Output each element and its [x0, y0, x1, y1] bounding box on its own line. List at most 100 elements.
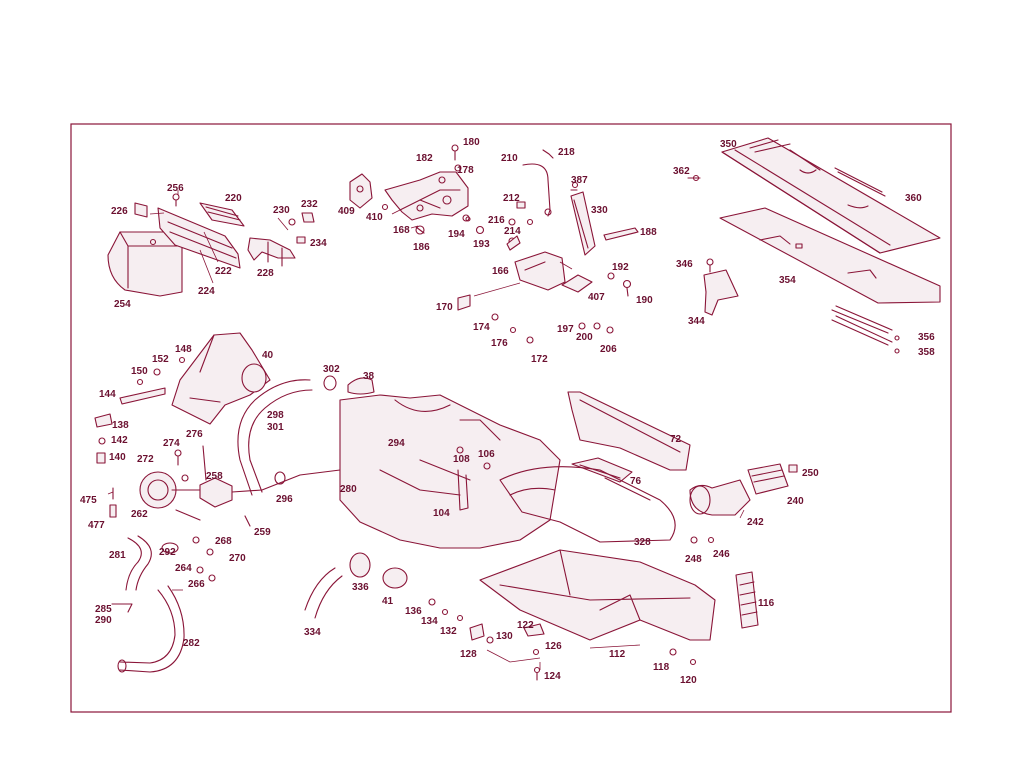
part-354-mat [719, 207, 941, 304]
label-108: 108 [453, 454, 470, 465]
label-360: 360 [905, 193, 922, 204]
label-298: 298 [267, 410, 284, 421]
label-134: 134 [421, 616, 438, 627]
label-362: 362 [673, 166, 690, 177]
label-118: 118 [653, 662, 670, 673]
diagram-frame [70, 123, 952, 713]
label-210: 210 [501, 153, 518, 164]
label-302: 302 [323, 364, 340, 375]
label-328: 328 [634, 537, 651, 548]
part-40-duct [171, 332, 271, 425]
label-190: 190 [636, 295, 653, 306]
label-282: 282 [183, 638, 200, 649]
part-210-cable [522, 163, 551, 217]
label-126: 126 [545, 641, 562, 652]
label-188: 188 [640, 227, 657, 238]
label-122: 122 [517, 620, 534, 631]
label-193: 193 [473, 239, 490, 250]
part-226-clip [134, 202, 148, 218]
label-294: 294 [388, 438, 405, 449]
label-407: 407 [588, 292, 605, 303]
part-298-hose [237, 379, 313, 496]
part-38-grommet [347, 377, 375, 395]
label-264: 264 [175, 563, 192, 574]
label-334: 334 [304, 627, 321, 638]
vent-housing-group [107, 193, 315, 297]
label-132: 132 [440, 626, 457, 637]
part-344-bracket [703, 269, 739, 316]
label-72: 72 [670, 434, 682, 445]
label-144: 144 [99, 389, 116, 400]
part-76-seal [571, 457, 633, 483]
label-274: 274 [163, 438, 180, 449]
left-valve-group [94, 332, 271, 673]
label-218: 218 [558, 147, 575, 158]
control-lever-group [349, 144, 485, 235]
label-116: 116 [758, 598, 775, 609]
label-256: 256 [167, 183, 184, 194]
part-334-hose [304, 567, 343, 619]
label-270: 270 [229, 553, 246, 564]
label-148: 148 [175, 344, 192, 355]
label-346: 346 [676, 259, 693, 270]
part-330-rail [570, 191, 596, 256]
part-166-plate [514, 251, 566, 291]
label-242: 242 [747, 517, 764, 528]
part-116-filter [735, 571, 759, 629]
part-labels: 180 182 178 210 218 387 350 362 360 256 … [80, 137, 935, 686]
label-358: 358 [918, 347, 935, 358]
label-336: 336 [352, 582, 369, 593]
part-144-bracket [119, 387, 166, 405]
label-250: 250 [802, 468, 819, 479]
label-280: 280 [340, 484, 357, 495]
label-166: 166 [492, 266, 509, 277]
label-120: 120 [680, 675, 697, 686]
label-182: 182 [416, 153, 433, 164]
label-194: 194 [448, 229, 465, 240]
label-272: 272 [137, 454, 154, 465]
label-234: 234 [310, 238, 327, 249]
label-106: 106 [478, 449, 495, 460]
part-360-rod [834, 167, 886, 197]
label-296: 296 [276, 494, 293, 505]
label-152: 152 [152, 354, 169, 365]
part-258-valve-body [199, 477, 233, 508]
label-180: 180 [463, 137, 480, 148]
label-174: 174 [473, 322, 490, 333]
label-76: 76 [630, 476, 642, 487]
label-170: 170 [436, 302, 453, 313]
part-409-bracket [349, 173, 373, 209]
label-224: 224 [198, 286, 215, 297]
part-168-lever [384, 171, 469, 221]
part-281-hose [125, 535, 152, 591]
label-212: 212 [503, 193, 520, 204]
label-259: 259 [254, 527, 271, 538]
cable-bracket-group [457, 149, 639, 344]
label-281: 281 [109, 550, 126, 561]
label-128: 128 [460, 649, 477, 660]
label-301: 301 [267, 422, 284, 433]
label-344: 344 [688, 316, 705, 327]
part-72-cover [567, 391, 691, 471]
part-222-flap-frame [157, 207, 241, 269]
label-266: 266 [188, 579, 205, 590]
trim-panel-group [687, 137, 941, 354]
part-228-bracket [247, 237, 296, 261]
label-246: 246 [713, 549, 730, 560]
label-290: 290 [95, 615, 112, 626]
label-254: 254 [114, 299, 131, 310]
label-285: 285 [95, 604, 112, 615]
label-140: 140 [109, 452, 126, 463]
label-192: 192 [612, 262, 629, 273]
label-206: 206 [600, 344, 617, 355]
label-197: 197 [557, 324, 574, 335]
label-104: 104 [433, 508, 450, 519]
part-242-blower [689, 479, 751, 516]
label-410: 410 [366, 212, 383, 223]
label-477: 477 [88, 520, 105, 531]
label-178: 178 [457, 165, 474, 176]
label-138: 138 [112, 420, 129, 431]
label-41: 41 [382, 596, 394, 607]
label-354: 354 [779, 275, 796, 286]
